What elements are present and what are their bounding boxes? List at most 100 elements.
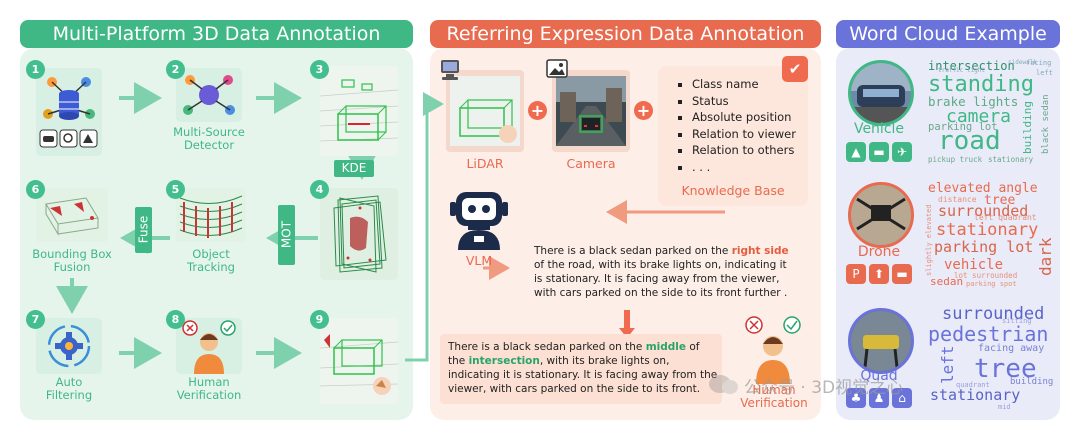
step-4-mot-image <box>320 188 398 280</box>
step-2-label: Multi-Source Detector <box>173 125 245 152</box>
knowledge-base-label: Knowledge Base <box>681 183 785 198</box>
cloud-word: left <box>1036 69 1053 77</box>
image-icon <box>546 59 568 78</box>
car-icon: ▬ <box>892 264 912 284</box>
parking-sign-icon: P <box>846 264 866 284</box>
camera-label: Camera <box>566 156 616 171</box>
step-6-label: Bounding Box Fusion <box>32 247 112 274</box>
cloud-word: brake lights <box>928 94 1019 109</box>
cloud-word: parking spot <box>966 280 1017 288</box>
right-section-title: Word Cloud Example <box>836 20 1060 48</box>
step-5-label: Object Tracking <box>187 247 235 274</box>
cloud-word: camera <box>946 106 1012 127</box>
robot-icon <box>450 192 508 250</box>
cloud-word: mid <box>998 403 1011 411</box>
step-3-badge: 3 <box>310 60 329 79</box>
description-verified-text-end: , with its brake lights on, indicating i… <box>448 355 718 395</box>
cloud-word: sidewalk <box>1008 59 1037 66</box>
camera-image <box>552 70 630 152</box>
middle-section-title: Referring Expression Data Annotation <box>430 20 821 48</box>
cloud-word: elevated angle <box>928 181 1038 196</box>
step-7-filter-tile <box>36 318 102 374</box>
knowledge-item: Class name <box>692 76 796 93</box>
cloud-word: pedestrian <box>928 322 1049 346</box>
quadruped-photo <box>848 308 914 374</box>
pedestrian-icon: ♟ <box>869 388 889 408</box>
vlm-label: VLM <box>465 253 493 268</box>
quad-word-cloud: surrounded pedestrian facing away tree s… <box>926 302 1058 414</box>
cloud-word: facing away <box>978 343 1045 354</box>
description-verified-text: There is a black sedan parked on the <box>448 341 646 353</box>
step-5-tracking-image <box>176 188 246 242</box>
drone-photo <box>848 182 914 248</box>
step-8-badge: 8 <box>166 310 185 329</box>
lidar-image <box>446 70 524 152</box>
lidar-label: LiDAR <box>466 156 504 171</box>
description-verified-text-mid: of the <box>448 341 700 367</box>
knowledge-item: Relation to viewer <box>692 126 796 143</box>
cloud-word: stationary <box>988 155 1034 164</box>
step-8-human-tile <box>176 318 242 374</box>
description-verified-box <box>440 334 722 404</box>
calendar-check-icon: ✔ <box>782 56 808 82</box>
cloud-word: building <box>1010 377 1054 387</box>
cloud-word: stationary <box>930 386 1021 404</box>
cloud-word: standing <box>928 72 1034 97</box>
cloud-word: dark <box>1036 237 1055 276</box>
cloud-word: left <box>938 345 957 384</box>
step-2-detector-tile <box>176 68 242 122</box>
cloud-word: left quadrant <box>974 213 1037 222</box>
drone-label: Drone <box>857 244 901 260</box>
network-icon <box>183 75 235 115</box>
plus-icon-2: + <box>634 101 653 120</box>
step-3-lidar-image <box>319 66 399 156</box>
cloud-word: black sedan <box>1041 94 1051 154</box>
cloud-word: tree <box>974 354 1037 384</box>
knowledge-items: Class name Status Absolute position Rela… <box>676 76 796 175</box>
cloud-word: traffic light <box>938 67 985 74</box>
description-verified-highlight-1: middle <box>645 341 687 353</box>
cloud-word: stationary <box>936 220 1039 240</box>
description-verified: There is a black sedan parked on the mid… <box>448 340 718 396</box>
computer-icon <box>441 60 459 80</box>
parking-icon: ✈ <box>892 142 912 162</box>
step-1-badge: 1 <box>26 60 45 79</box>
road-icon: ▲ <box>846 142 866 162</box>
step-7-badge: 7 <box>26 310 45 329</box>
fuse-tag: Fuse <box>135 207 152 253</box>
step-9-verified-image <box>319 318 399 404</box>
vehicle-word-cloud: intersection standing brake lights camer… <box>926 58 1058 168</box>
car-icon: ▬ <box>869 142 889 162</box>
cloud-word: pickup truck <box>928 155 983 164</box>
step-6-fusion-image <box>36 188 108 242</box>
mot-tag-text: MOT <box>279 220 294 249</box>
cloud-word: road <box>938 126 1001 156</box>
database-network-icon <box>39 77 98 148</box>
description-original-highlight: right side <box>731 245 789 257</box>
cloud-word: lot surrounded <box>954 271 1018 280</box>
cloud-word: sedan <box>930 275 964 288</box>
kde-tag: KDE <box>334 160 374 177</box>
plus-icon-1: + <box>528 101 547 120</box>
description-original: There is a black sedan parked on the rig… <box>534 244 798 300</box>
step-1-data-icon <box>36 68 102 156</box>
knowledge-item: Absolute position <box>692 109 796 126</box>
watermark: 公众号 · 3D视觉之心 <box>744 378 904 398</box>
cloud-word: sitting <box>1002 317 1032 325</box>
cloud-word: vehicle <box>944 257 1004 273</box>
quad-label: Quad <box>860 368 898 384</box>
description-original-text: There is a black sedan parked on the <box>534 245 732 257</box>
step-7-label: Auto Filtering <box>45 375 93 402</box>
knowledge-item: Status <box>692 93 796 110</box>
left-section-title: Multi-Platform 3D Data Annotation <box>20 20 413 48</box>
mot-tag: MOT <box>278 205 295 265</box>
person-icon <box>182 320 236 374</box>
vehicle-photo <box>848 60 914 126</box>
gear-icon <box>47 324 91 368</box>
step-2-badge: 2 <box>166 60 185 79</box>
step-8-label: Human Verification <box>176 375 242 402</box>
cloud-word: intersection <box>928 59 1015 73</box>
knowledge-item: . . . <box>692 159 796 176</box>
human-verification-label: Human Verification <box>740 383 808 410</box>
cloud-word: facing <box>1026 59 1052 67</box>
